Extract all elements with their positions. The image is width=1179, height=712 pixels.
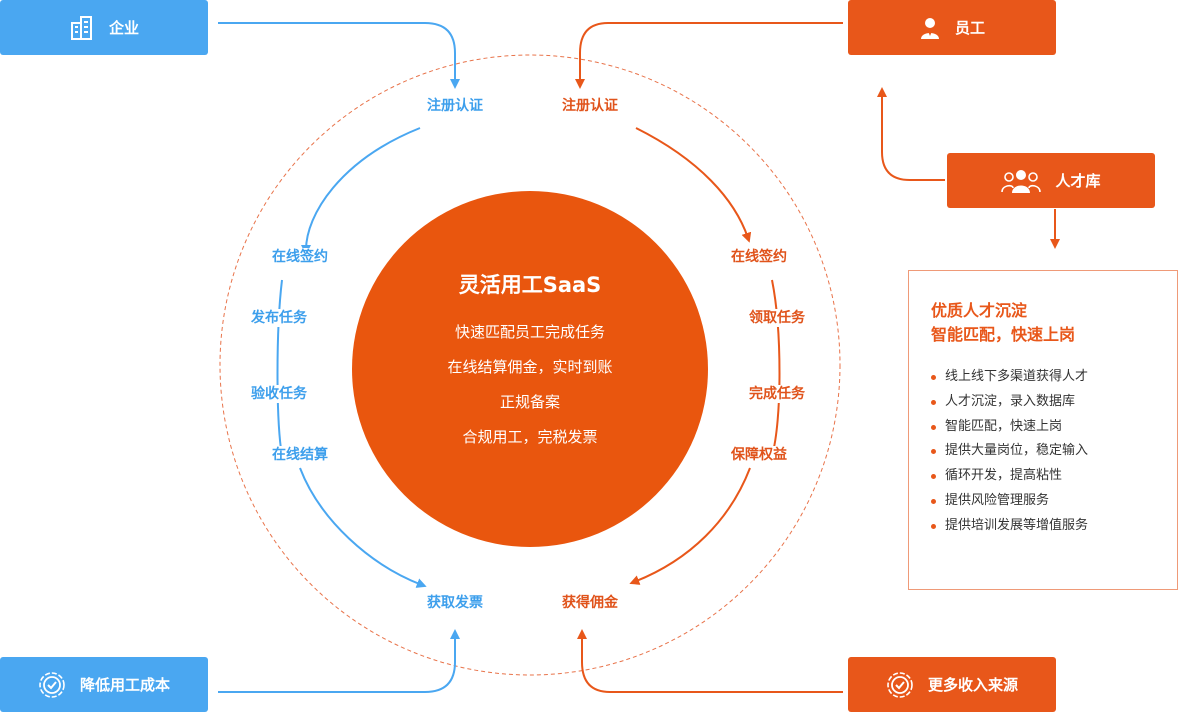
left-step-sign: 在线签约 <box>269 248 331 266</box>
employee-connector <box>575 22 843 89</box>
right-step-receive: 领取任务 <box>746 309 808 327</box>
bullet-dot-icon <box>931 498 936 504</box>
right-step-complete: 完成任务 <box>746 385 808 403</box>
bullet-dot-icon <box>931 424 936 430</box>
list-item: 提供大量岗位，稳定输入 <box>931 439 1177 464</box>
list-item: 提供风险管理服务 <box>931 489 1177 514</box>
person-icon <box>919 16 941 40</box>
left-step-register: 注册认证 <box>424 97 486 115</box>
left-flow-arc-mid <box>276 279 283 457</box>
left-step-invoice: 获取发票 <box>424 594 486 612</box>
reduce-cost-box[interactable]: 降低用工成本 <box>0 657 208 712</box>
right-flow-arc-bottom <box>629 467 751 585</box>
left-flow-arc-bottom <box>299 467 427 588</box>
center-line: 快速匹配员工完成任务 <box>454 323 605 341</box>
right-step-sign: 在线签约 <box>728 248 790 266</box>
left-step-publish: 发布任务 <box>248 309 310 327</box>
right-flow-arc-mid <box>771 279 781 457</box>
enterprise-connector <box>218 22 460 89</box>
right-step-protect: 保障权益 <box>728 446 790 464</box>
talent-pool-box[interactable]: 人才库 <box>947 153 1155 208</box>
center-title: 灵活用工SaaS <box>458 273 602 297</box>
panel-headline-line: 智能匹配，快速上岗 <box>931 325 1076 344</box>
right-step-register: 注册认证 <box>559 97 621 115</box>
list-item: 智能匹配，快速上岗 <box>931 415 1177 440</box>
center-line: 在线结算佣金，实时到账 <box>447 358 613 376</box>
panel-headline-line: 优质人才沉淀 <box>931 301 1028 320</box>
cost-connector <box>218 629 460 693</box>
bullet-dot-icon <box>931 523 936 529</box>
right-step-commission: 获得佣金 <box>559 594 621 612</box>
check-badge-icon <box>38 671 66 699</box>
bullet-dot-icon <box>931 474 936 480</box>
center-line: 合规用工，完税发票 <box>462 428 598 446</box>
panel-headline: 优质人才沉淀 智能匹配，快速上岗 <box>931 299 1177 347</box>
enterprise-box[interactable]: 企业 <box>0 0 208 55</box>
reduce-cost-label: 降低用工成本 <box>79 676 170 694</box>
outer-dashed-ring <box>219 54 841 676</box>
bullet-dot-icon <box>931 449 936 455</box>
check-badge-icon <box>886 671 914 699</box>
talent-benefits-panel: 优质人才沉淀 智能匹配，快速上岗 线上线下多渠道获得人才 人才沉淀，录入数据库 … <box>908 270 1178 590</box>
bullet-dot-icon <box>931 375 936 380</box>
employee-box[interactable]: 员工 <box>848 0 1056 55</box>
talent-pool-label: 人才库 <box>1055 172 1101 190</box>
more-income-label: 更多收入来源 <box>927 676 1018 694</box>
more-income-box[interactable]: 更多收入来源 <box>848 657 1056 712</box>
employee-label: 员工 <box>954 19 985 37</box>
center-line: 正规备案 <box>499 393 560 411</box>
right-flow-arc <box>635 127 752 243</box>
center-saas-circle: 灵活用工SaaS 快速匹配员工完成任务 在线结算佣金，实时到账 正规备案 合规用… <box>352 191 708 547</box>
list-item: 人才沉淀，录入数据库 <box>931 390 1177 415</box>
enterprise-label: 企业 <box>108 19 139 37</box>
group-icon <box>1001 168 1042 194</box>
left-step-settle: 在线结算 <box>269 446 331 464</box>
talent-to-employee-connector <box>877 87 945 181</box>
list-item: 循环开发，提高粘性 <box>931 464 1177 489</box>
left-step-accept: 验收任务 <box>248 385 310 403</box>
building-icon <box>69 15 95 41</box>
list-item: 线上线下多渠道获得人才 <box>931 365 1177 390</box>
left-flow-arc <box>301 127 421 255</box>
panel-bullet-list: 线上线下多渠道获得人才 人才沉淀，录入数据库 智能匹配，快速上岗 提供大量岗位，… <box>931 365 1177 539</box>
income-connector <box>577 629 843 693</box>
bullet-dot-icon <box>931 399 936 405</box>
list-item: 提供培训发展等增值服务 <box>931 514 1177 539</box>
